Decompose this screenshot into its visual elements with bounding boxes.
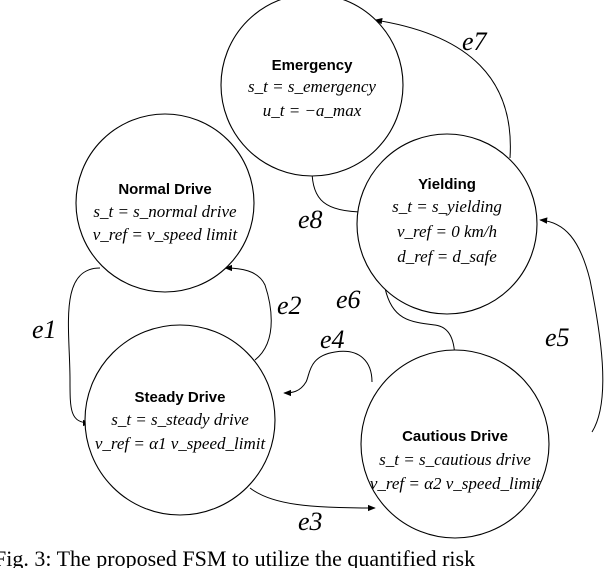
state-cautious-line2: v_ref = α2 v_speed_limit bbox=[370, 474, 542, 493]
state-normal-line2: v_ref = v_speed limit bbox=[93, 225, 239, 244]
state-emergency-line2: u_t = −a_max bbox=[263, 101, 362, 120]
edge-e4-arrow bbox=[283, 350, 373, 397]
state-emergency-title: Emergency bbox=[272, 57, 354, 74]
edge-e6-arrow bbox=[384, 287, 459, 363]
state-cautious-drive: Cautious Drive s_t = s_cautious drive v_… bbox=[360, 349, 550, 539]
state-yielding-title: Yielding bbox=[418, 176, 476, 193]
edge-label-e3: e3 bbox=[298, 507, 323, 536]
figure-caption: Fig. 3: The proposed FSM to utilize the … bbox=[0, 546, 475, 568]
state-yielding: Yielding s_t = s_yielding v_ref = 0 km/h… bbox=[356, 133, 538, 315]
state-steady-drive: Steady Drive s_t = s_steady drive v_ref … bbox=[84, 324, 276, 516]
edge-label-e6: e6 bbox=[336, 285, 361, 314]
edge-e1-arrow bbox=[67, 267, 101, 427]
state-normal-line1: s_t = s_normal drive bbox=[93, 202, 237, 221]
edge-e2-arrow bbox=[224, 264, 272, 361]
state-yielding-line1: s_t = s_yielding bbox=[392, 197, 502, 216]
state-yielding-line3: d_ref = d_safe bbox=[397, 247, 497, 266]
edge-label-e7: e7 bbox=[462, 27, 488, 56]
state-normal-title: Normal Drive bbox=[118, 181, 211, 198]
edge-e7-arrow bbox=[374, 17, 511, 159]
state-steady-title: Steady Drive bbox=[135, 389, 226, 406]
edge-e3-arrow bbox=[249, 487, 376, 512]
state-steady-line2: v_ref = α1 v_speed_limit bbox=[95, 434, 267, 453]
state-emergency-line1: s_t = s_emergency bbox=[248, 77, 376, 96]
edge-label-e1: e1 bbox=[32, 315, 57, 344]
edge-e8-arrow bbox=[311, 169, 366, 216]
state-yielding-line2: v_ref = 0 km/h bbox=[397, 222, 497, 241]
edge-e5-arrow bbox=[539, 217, 604, 433]
edge-label-e2: e2 bbox=[277, 291, 302, 320]
state-cautious-line1: s_t = s_cautious drive bbox=[379, 450, 531, 469]
state-cautious-title: Cautious Drive bbox=[402, 428, 508, 445]
edge-label-e8: e8 bbox=[298, 205, 323, 234]
state-emergency: Emergency s_t = s_emergency u_t = −a_max bbox=[220, 0, 404, 177]
state-normal-drive: Normal Drive s_t = s_normal drive v_ref … bbox=[75, 113, 255, 293]
state-steady-line1: s_t = s_steady drive bbox=[111, 410, 249, 429]
edge-label-e4: e4 bbox=[320, 325, 345, 354]
edge-label-e5: e5 bbox=[545, 323, 570, 352]
